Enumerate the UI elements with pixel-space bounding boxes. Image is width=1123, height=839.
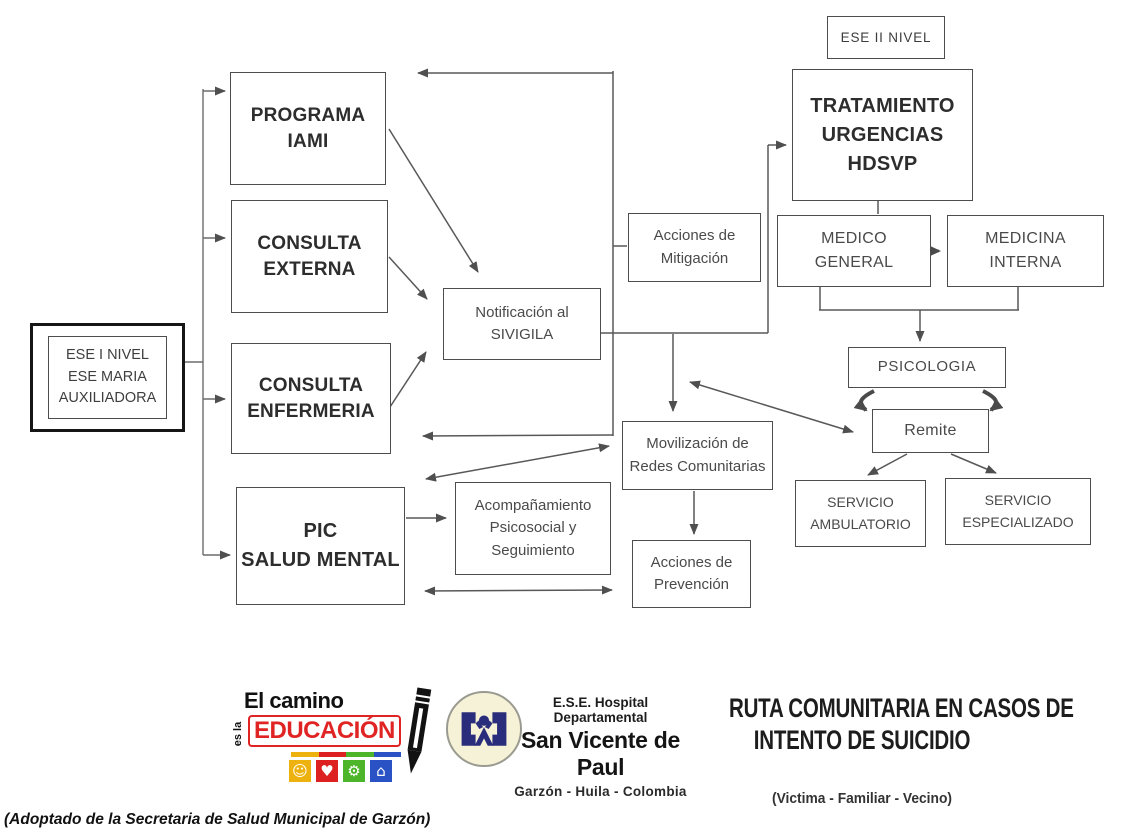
node-line: SERVICIO — [984, 491, 1052, 508]
page-title-line2: INTENTO DE SUICIDIO — [753, 725, 971, 756]
hospital-h-person-icon — [461, 712, 507, 746]
node-servicio-ambulatorio: SERVICIO AMBULATORIO — [795, 480, 926, 547]
node-line: PIC — [303, 520, 338, 542]
node-line: EXTERNA — [263, 258, 356, 280]
node-remite: Remite — [872, 409, 989, 453]
education-logo-line2: es la — [232, 721, 244, 747]
double-arrow-movilizacion — [425, 443, 610, 482]
node-line: AUXILIADORA — [58, 390, 157, 407]
node-servicio-especializado: SERVICIO ESPECIALIZADO — [945, 478, 1091, 545]
node-line: ENFERMERIA — [247, 400, 375, 422]
node-line: AMBULATORIO — [810, 515, 911, 532]
node-consulta-externa: CONSULTA EXTERNA — [231, 200, 388, 313]
education-logo: El camino es la EDUCACIÓN ☺ ♥ ⚙ ⌂ — [228, 687, 433, 788]
node-line: TRATAMIENTO — [810, 94, 955, 117]
hospital-logo-icon — [446, 691, 522, 767]
education-logo-color-strip — [291, 752, 401, 757]
node-line: MEDICINA — [985, 230, 1066, 247]
node-line: PROGRAMA — [250, 104, 366, 126]
node-line: IAMI — [287, 130, 329, 152]
diagonal-enfermeria-sivigila — [389, 351, 427, 408]
node-line: Remite — [904, 422, 957, 439]
education-logo-line3: EDUCACIÓN — [248, 715, 401, 747]
arrow-remite-especializado — [950, 453, 997, 474]
family-icon: ☺ — [288, 759, 312, 783]
node-line: Notificación al — [475, 303, 569, 321]
curved-arrow-psicologia-remite-left — [853, 389, 875, 412]
node-line: Acompañamiento — [474, 496, 592, 514]
diagonal-iami-sivigila — [388, 128, 479, 273]
node-pic-salud-mental: PIC SALUD MENTAL — [236, 487, 405, 605]
page-title-line1: RUTA COMUNITARIA EN CASOS DE — [729, 693, 1074, 723]
curved-arrow-psicologia-remite-right — [982, 389, 1004, 412]
return-arrow-enfermeria — [422, 431, 614, 441]
page-title: RUTA COMUNITARIA EN CASOS DE INTENTO DE … — [687, 692, 1074, 757]
node-line: ESE MARIA — [68, 368, 147, 385]
node-line: SERVICIO — [827, 493, 894, 510]
node-line: Acciones de — [650, 553, 733, 571]
node-line: HDSVP — [847, 152, 918, 175]
node-line: MEDICO — [821, 230, 887, 247]
node-medico-general: MEDICO GENERAL — [777, 215, 931, 287]
node-line: GENERAL — [814, 254, 894, 271]
node-line: ESE I NIVEL — [65, 346, 149, 363]
node-line: ESPECIALIZADO — [962, 513, 1074, 530]
node-ese2-nivel: ESE II NIVEL — [827, 16, 945, 59]
node-line: Movilización de — [646, 435, 749, 452]
node-line: Mitigación — [660, 249, 729, 267]
hospital-name-line3: Garzón - Huila - Colombia — [514, 784, 687, 799]
node-line: Prevención — [653, 576, 730, 593]
node-line: URGENCIAS — [821, 123, 944, 146]
node-programa-iami: PROGRAMA IAMI — [230, 72, 386, 185]
node-ese1-inner: ESE I NIVEL ESE MARIA AUXILIADORA — [47, 335, 168, 420]
health-heart-icon: ♥ — [315, 759, 339, 783]
node-line: Acciones de — [653, 227, 736, 244]
hospital-name-line2: San Vicente de Paul — [520, 727, 680, 780]
node-line: Seguimiento — [491, 541, 575, 559]
node-line: ESE II NIVEL — [840, 30, 932, 45]
hospital-name-line1: E.S.E. Hospital Departamental — [552, 695, 649, 725]
node-line: CONSULTA — [257, 232, 362, 254]
education-logo-line1: El camino — [244, 688, 344, 713]
node-line: PSICOLOGIA — [877, 358, 977, 376]
node-movilizacion-redes: Movilización de Redes Comunitarias — [622, 421, 773, 490]
housing-house-icon: ⌂ — [369, 759, 393, 783]
node-notificacion-sivigila: Notificación al SIVIGILA — [443, 288, 601, 360]
arrow-remite-ambulatorio — [867, 453, 908, 476]
page-subtitle: (Victima - Familiar - Vecino) — [772, 790, 952, 807]
node-medicina-interna: MEDICINA INTERNA — [947, 215, 1104, 287]
agriculture-tractor-icon: ⚙ — [342, 759, 366, 783]
education-logo-icons: ☺ ♥ ⚙ ⌂ — [288, 759, 393, 783]
node-line: INTERNA — [989, 254, 1062, 271]
attribution-note: (Adoptado de la Secretaria de Salud Muni… — [4, 811, 431, 828]
node-acciones-prevencion: Acciones de Prevención — [632, 540, 751, 608]
node-line: Redes Comunitarias — [629, 457, 766, 475]
node-consulta-enfermeria: CONSULTA ENFERMERIA — [231, 343, 391, 454]
diagonal-externa-sivigila — [388, 256, 428, 300]
node-line: SALUD MENTAL — [241, 549, 400, 571]
double-arrow-remite — [689, 380, 854, 434]
node-tratamiento-urgencias: TRATAMIENTO URGENCIAS HDSVP — [792, 69, 973, 201]
node-acciones-mitigacion: Acciones de Mitigación — [628, 213, 761, 282]
node-ese1-nivel: ESE I NIVEL ESE MARIA AUXILIADORA — [30, 323, 185, 432]
node-psicologia: PSICOLOGIA — [848, 347, 1006, 388]
node-line: CONSULTA — [258, 374, 364, 396]
hospital-logo-text: E.S.E. Hospital Departamental San Vicent… — [513, 695, 688, 799]
node-line: SIVIGILA — [490, 326, 554, 343]
double-arrow-prevencion — [424, 585, 613, 596]
node-acompanamiento: Acompañamiento Psicosocial y Seguimiento — [455, 482, 611, 575]
pencil-icon — [407, 687, 432, 774]
node-line: Psicosocial y — [489, 519, 577, 537]
